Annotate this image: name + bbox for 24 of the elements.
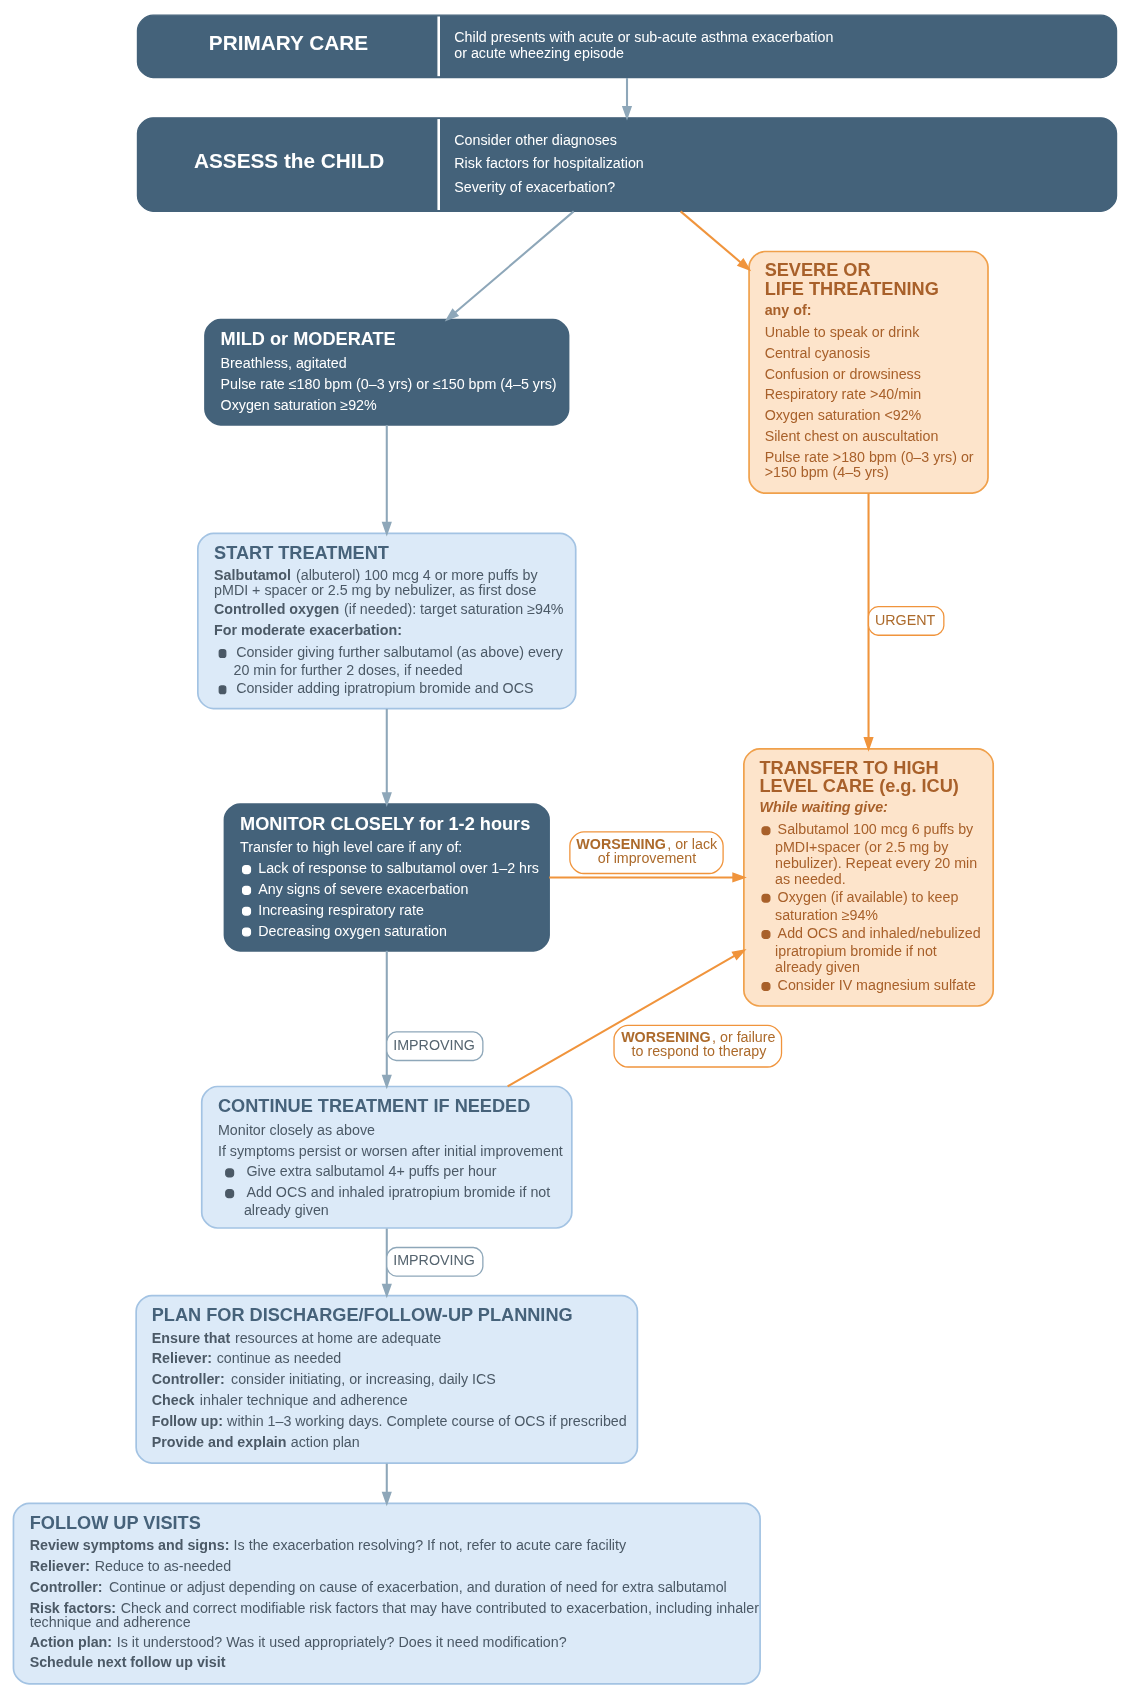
arrow	[381, 1228, 392, 1299]
edge-label: WORSENING, or lack of improvement	[576, 835, 718, 866]
arrow	[507, 948, 747, 1088]
node-box: TRANSFER TO HIGH LEVEL CARE (e.g. ICU) While waiting give: Salbutamol 100 mcg 6 puffs by pMDI+spacer (or 2.5 mg by nebulizer). Repeat every 20 min as needed. Oxygen (if available) to keep saturation ≥94% Add OCS and inhaled/nebulized ipratropium bromide if not already given Consider IV magnesium sulfate	[743, 748, 995, 1007]
node-box: SEVERE OR LIFE THREATENING any of: Unable to speak or drink Central cyanosis Confusion or drowsiness Respiratory rate >40/min Oxygen saturation <92% Silent chest on auscultation Pulse rate >180 bpm (0–3 yrs) or >150 bpm (4–5 yrs)	[748, 250, 989, 494]
edge-label: IMPROVING	[393, 1036, 475, 1053]
edge-label: URGENT	[875, 611, 936, 628]
arrow	[621, 78, 633, 121]
arrow	[381, 425, 392, 537]
arrow	[679, 210, 752, 272]
arrow	[381, 950, 392, 1090]
node-box: MILD or MODERATE Breathless, agitated Pulse rate ≤180 bpm (0–3 yrs) or ≤150 bpm (4–5 yrs) Oxygen saturation ≥92%	[204, 318, 570, 426]
arrow	[444, 210, 575, 322]
edge-label: IMPROVING	[393, 1252, 475, 1269]
node-box: FOLLOW UP VISITS Review symptoms and signs: Is the exacerbation resolving? If not, refer to acute care facility Reliever: Reduce to as-needed Controller: Continue or adjust depending on cause of exacerbation, and duration of need for extra salbutamol Risk factors: Check and correct modifiable risk factors that may have contributed to exacerbation, including inhaler technique and adherence Action plan: Is it understood? Was it used appropriately? Does it need modification? Schedule next follow up visit	[12, 1502, 761, 1685]
arrow	[381, 1463, 392, 1507]
arrow	[549, 872, 747, 883]
node-box: MONITOR CLOSELY for 1-2 hours Transfer to high level care if any of: Lack of response to salbutamol over 1–2 hrs Any signs of severe exacerbation Increasing respiratory rate Decreasing oxygen saturation	[223, 803, 550, 952]
arrow	[863, 493, 874, 752]
node-box: PLAN FOR DISCHARGE/FOLLOW-UP PLANNING Ensure that resources at home are adequate Reliever: continue as needed Controller: consider initiating, or increasing, daily ICS Check inhaler technique and adherence Follow up: within 1–3 working days. Complete course of OCS if prescribed Provide and explain action plan	[135, 1294, 639, 1464]
edge-label: WORSENING, or failure to respond to therapy	[621, 1029, 776, 1060]
node-box: START TREATMENT Salbutamol (albuterol) 100 mcg 4 or more puffs by pMDI + spacer or 2.5 mg by nebulizer, as first dose Controlled oxygen (if needed): target saturation ≥94% For moderate exacerbation: Consider giving further salbutamol (as above) every 20 min for further 2 doses, if needed Consider adding ipratropium bromide and OCS	[197, 532, 577, 710]
arrow	[381, 708, 392, 807]
node-box: CONTINUE TREATMENT IF NEEDED Monitor closely as above If symptoms persist or worsen after initial improvement Give extra salbutamol 4+ puffs per hour Add OCS and inhaled ipratropium bromide if not already given	[200, 1085, 573, 1229]
